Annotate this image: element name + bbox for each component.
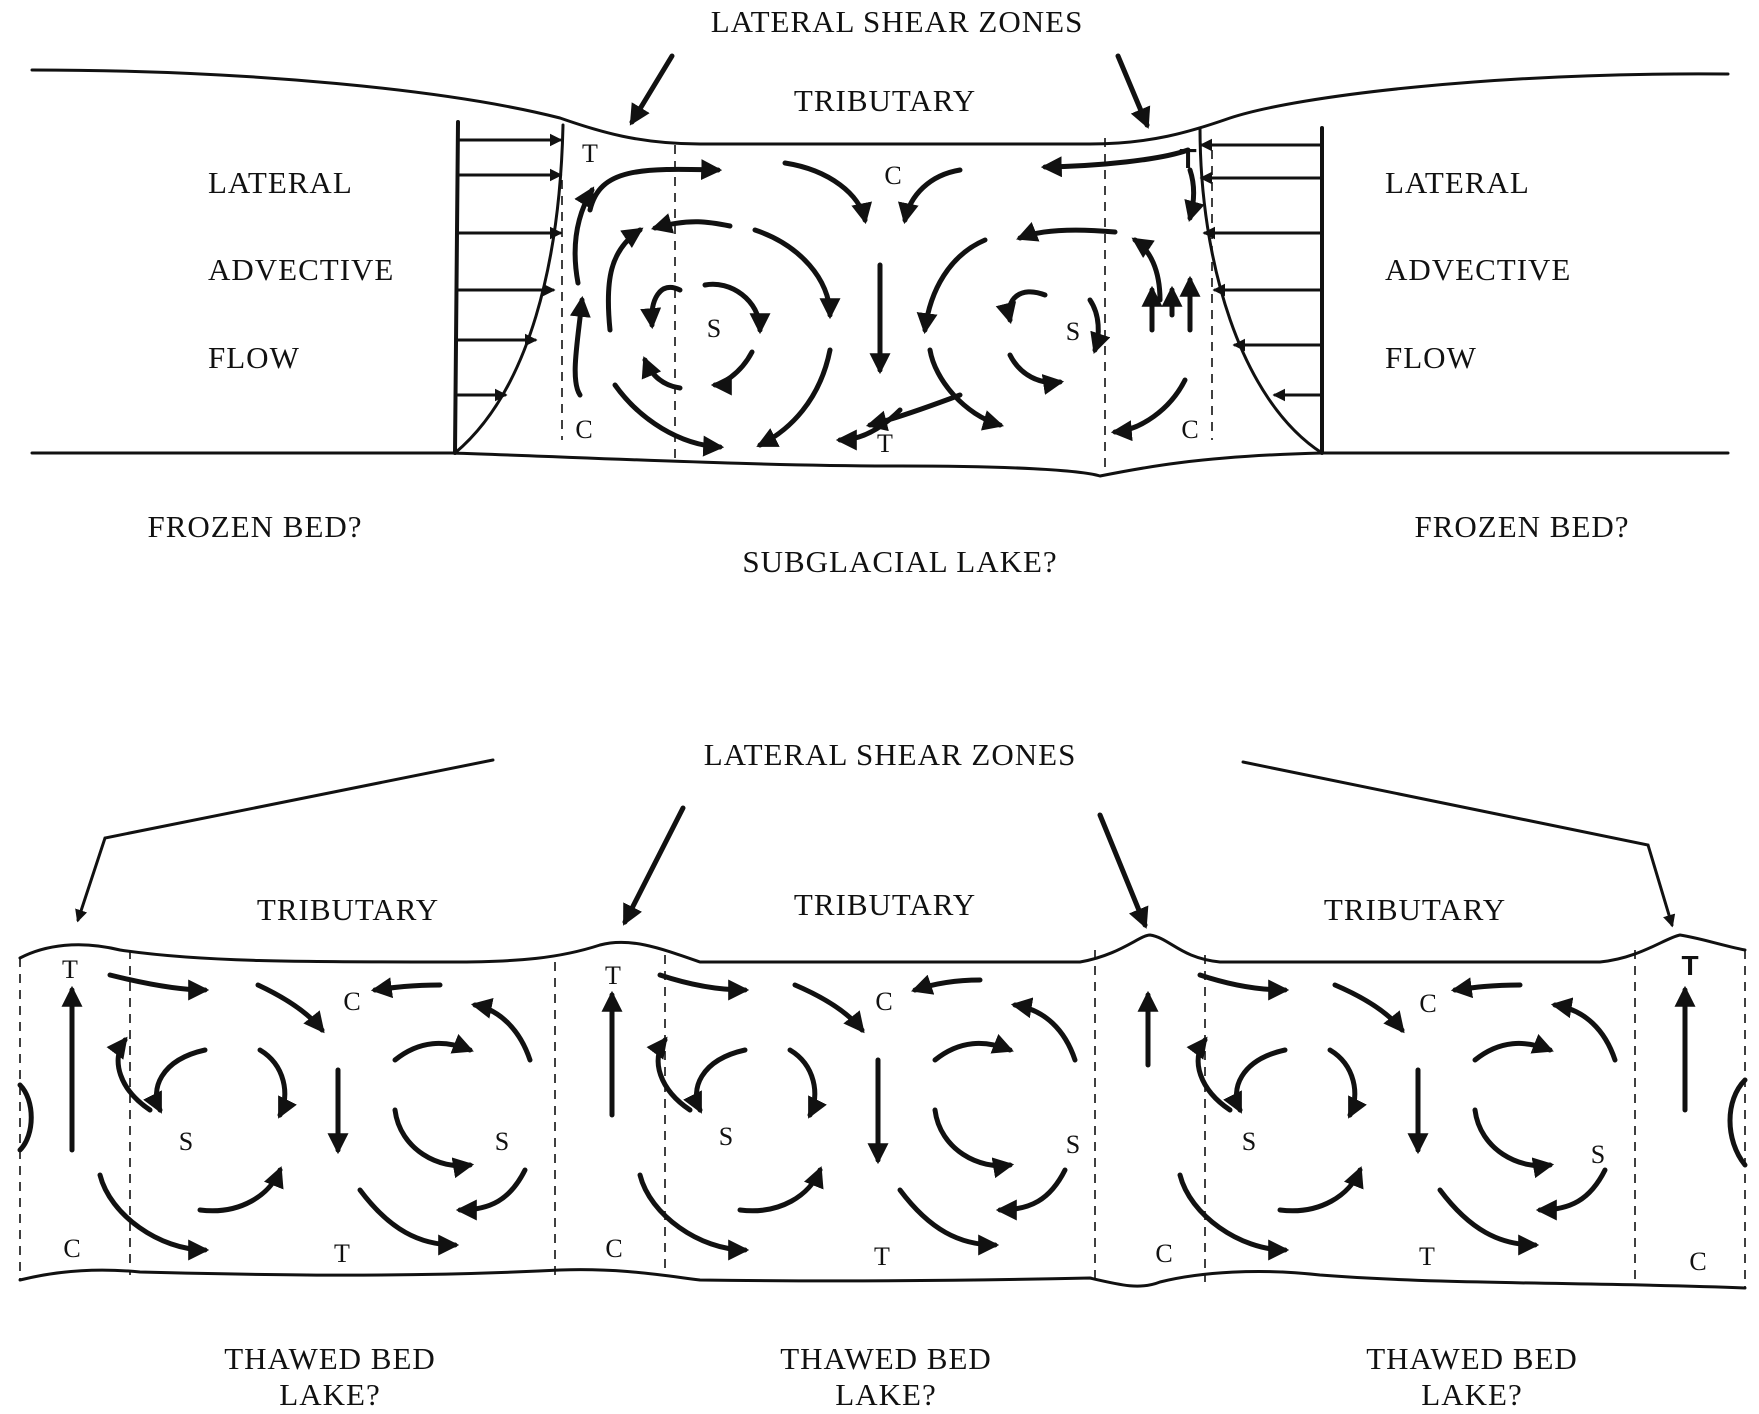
bottom-right-edge-cell	[1727, 1077, 1748, 1168]
bottom-mark-t-4: T	[1681, 950, 1698, 981]
bottom-tributary-3: TRIBUTARY	[1324, 892, 1506, 927]
bottom-mark-t-low-3: T	[1419, 1242, 1435, 1271]
top-frozen-bed-left: FROZEN BED?	[147, 509, 362, 544]
bottom-mark-t-low-1: T	[334, 1239, 350, 1268]
bottom-thawed-2-line2: LAKE?	[835, 1377, 936, 1412]
bottom-shear-zones-label: LATERAL SHEAR ZONES	[704, 737, 1077, 772]
bottom-thawed-3-line2: LAKE?	[1421, 1377, 1522, 1412]
top-right-advective-arrows	[1199, 138, 1324, 402]
bottom-mark-c-top-2: C	[875, 987, 892, 1016]
bottom-thawed-3-line1: THAWED BED	[1366, 1341, 1578, 1376]
top-left-cell-arrows	[569, 159, 963, 457]
top-shear-pointer-right	[1115, 53, 1151, 129]
bottom-mark-c-low-3: C	[1155, 1239, 1172, 1268]
top-left-flow-label: FLOW	[208, 340, 300, 375]
bottom-mark-c-top-1: C	[343, 987, 360, 1016]
top-right-advective-label: ADVECTIVE	[1385, 252, 1571, 287]
top-ice-surface	[30, 68, 1730, 146]
top-subglacial-lake-label: SUBGLACIAL LAKE?	[742, 544, 1057, 579]
top-frozen-bed-right: FROZEN BED?	[1414, 509, 1629, 544]
bottom-mark-t-2: T	[605, 961, 621, 990]
bottom-thawed-1-line1: THAWED BED	[224, 1341, 436, 1376]
bottom-panel: LATERAL SHEAR ZONES TRIBUTARY TRIBUTARY …	[17, 737, 1748, 1412]
top-mark-c-left: C	[575, 415, 592, 444]
top-panel: LATERAL SHEAR ZONES TRIBUTARY LATERAL AD…	[30, 4, 1730, 579]
bottom-mark-s-6: S	[1591, 1140, 1605, 1169]
top-left-advective-label: ADVECTIVE	[208, 252, 394, 287]
top-mark-t-topleft: T	[582, 139, 598, 168]
bottom-thawed-1-line2: LAKE?	[279, 1377, 380, 1412]
top-lake-floor	[450, 451, 1324, 478]
top-mark-t-bottom: T	[877, 429, 893, 458]
bottom-mark-t-low-2: T	[874, 1242, 890, 1271]
bottom-mark-c-top-3: C	[1419, 989, 1436, 1018]
bottom-down-arrows	[327, 1057, 1429, 1165]
bottom-left-edge-cell	[17, 1082, 34, 1153]
bottom-mark-s-2: S	[495, 1127, 509, 1156]
bottom-up-arrows	[61, 985, 1696, 1153]
top-right-cell-arrows	[898, 147, 1205, 442]
bottom-mark-c-low-2: C	[605, 1234, 622, 1263]
top-mark-t-topright: T	[1179, 143, 1196, 174]
bottom-thawed-2-line1: THAWED BED	[780, 1341, 992, 1376]
bottom-tributary-2: TRIBUTARY	[794, 887, 976, 922]
bottom-dashes	[19, 950, 1746, 1288]
bottom-mark-c-low-1: C	[63, 1234, 80, 1263]
bottom-mark-s-4: S	[1066, 1130, 1080, 1159]
top-box-left-edge	[453, 120, 460, 455]
top-shear-pointer-left	[629, 53, 675, 126]
top-tributary-label: TRIBUTARY	[794, 83, 976, 118]
top-left-advective-arrows	[456, 133, 563, 402]
bottom-mark-s-1: S	[179, 1127, 193, 1156]
bottom-tributary-1: TRIBUTARY	[257, 892, 439, 927]
bottom-bed	[18, 1268, 1747, 1290]
bottom-shear-pointers	[75, 758, 1676, 929]
bottom-mark-s-3: S	[719, 1122, 733, 1151]
bottom-mark-t-1: T	[62, 955, 78, 984]
top-mark-s-left: S	[707, 314, 721, 343]
bottom-mark-s-5: S	[1242, 1127, 1256, 1156]
top-mark-c-center: C	[884, 161, 901, 190]
top-shear-zones-label: LATERAL SHEAR ZONES	[711, 4, 1084, 39]
bottom-cell-arrows-1	[97, 972, 533, 1261]
top-right-lateral-label: LATERAL	[1385, 165, 1530, 200]
top-mark-s-right: S	[1066, 317, 1080, 346]
bottom-ice-surface	[18, 933, 1747, 964]
bottom-cell-arrows-2	[637, 972, 1078, 1261]
top-left-lateral-label: LATERAL	[208, 165, 353, 200]
top-right-flow-label: FLOW	[1385, 340, 1477, 375]
bottom-mark-c-low-4: C	[1689, 1247, 1706, 1276]
top-mark-c-right: C	[1181, 415, 1198, 444]
bottom-cell-arrows-3	[1177, 972, 1618, 1261]
